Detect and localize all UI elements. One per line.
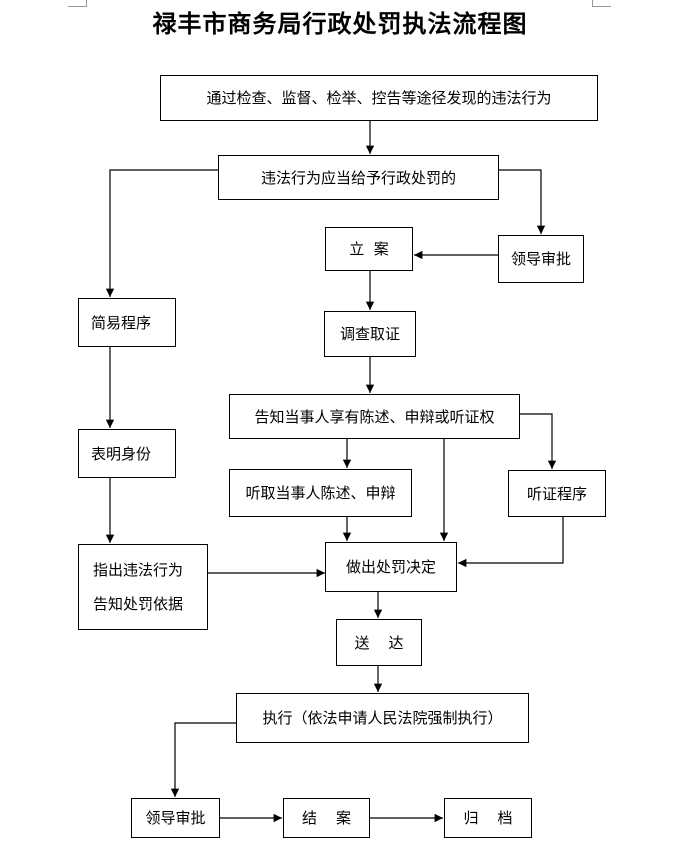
node-point-out-violation: 指出违法行为 告知处罚依据 [78, 544, 208, 630]
page-corner-mark-left [68, 0, 87, 7]
page-title: 禄丰市商务局行政处罚执法流程图 [152, 9, 528, 38]
arrow-should-punish-to-simple-procedure [105, 169, 218, 297]
node-archive: 归 档 [444, 798, 532, 838]
node-execute: 执行（依法申请人民法院强制执行） [236, 693, 529, 743]
node-notify-rights: 告知当事人享有陈述、申辩或听证权 [229, 394, 520, 439]
node-file-case: 立 案 [325, 227, 413, 271]
node-deliver: 送 达 [336, 619, 422, 666]
node-should-punish: 违法行为应当给予行政处罚的 [218, 155, 499, 200]
arrow-notify-to-hearing [520, 413, 557, 469]
node-listen-statement: 听取当事人陈述、申辩 [229, 469, 412, 517]
node-investigate: 调查取证 [324, 311, 416, 357]
node-close-case: 结 案 [283, 798, 370, 838]
arrow-execute-to-leader-approval [170, 722, 236, 797]
arrow-hearing-to-decision [458, 517, 564, 568]
node-hearing-procedure: 听证程序 [508, 470, 606, 517]
node-leader-approval-2: 领导审批 [131, 798, 220, 838]
node-show-identity: 表明身份 [78, 429, 176, 478]
arrow-should-punish-to-leader-approval [499, 169, 546, 234]
node-simple-procedure: 简易程序 [78, 298, 176, 347]
node-make-decision: 做出处罚决定 [325, 542, 457, 592]
page-corner-mark-right [592, 0, 611, 7]
node-discover-violation: 通过检查、监督、检举、控告等途径发现的违法行为 [160, 75, 598, 121]
node-leader-approval-1: 领导审批 [498, 235, 584, 283]
